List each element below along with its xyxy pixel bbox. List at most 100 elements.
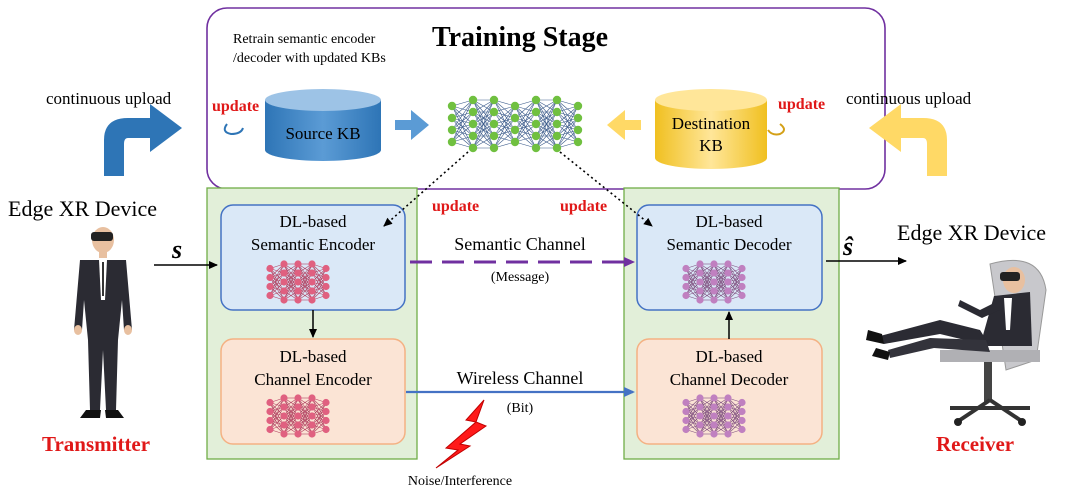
semantic-encoder-nn-node bbox=[294, 278, 302, 286]
channel-decoder-nn-node bbox=[724, 403, 732, 411]
semantic-encoder-nn-node bbox=[308, 287, 316, 295]
semantic-decoder-nn-node bbox=[724, 269, 732, 277]
semantic-decoder-label-line2: Semantic Decoder bbox=[666, 235, 792, 254]
channel-encoder-nn-node bbox=[280, 394, 288, 402]
training-nn-edge bbox=[493, 129, 516, 149]
channel-decoder-nn-node bbox=[696, 430, 704, 438]
training-nn-node bbox=[531, 107, 541, 117]
semantic-decoder-nn-edge bbox=[699, 272, 715, 301]
semantic-decoder-nn-node bbox=[696, 269, 704, 277]
destination-kb-label-line2: KB bbox=[699, 136, 723, 155]
training-nn-node bbox=[573, 113, 583, 123]
circular-arrow-icon bbox=[767, 123, 785, 136]
training-stage-title: Training Stage bbox=[432, 22, 609, 53]
semantic-encoder-nn-edge bbox=[269, 272, 285, 296]
retrain-note-line1: Retrain semantic encoder bbox=[233, 32, 376, 47]
channel-decoder-nn-node bbox=[724, 412, 732, 420]
semantic-encoder-nn-edge bbox=[283, 263, 299, 301]
training-nn-node bbox=[489, 119, 499, 129]
training-nn-node bbox=[573, 101, 583, 111]
circular-arrow-icon bbox=[223, 123, 244, 136]
channel-decoder-nn-edge bbox=[699, 397, 715, 417]
channel-decoder-nn-node bbox=[710, 394, 718, 402]
semantic-decoder-nn-node bbox=[724, 296, 732, 304]
training-nn-edge bbox=[451, 111, 474, 143]
semantic-decoder-nn-edge bbox=[727, 277, 743, 301]
semantic-decoder-nn-edge bbox=[713, 263, 729, 292]
channel-decoder-nn-edge bbox=[727, 402, 743, 435]
destination-kb-label-line1: Destination bbox=[671, 114, 751, 133]
training-nn-edge bbox=[493, 105, 516, 149]
channel-decoder-nn-node bbox=[724, 394, 732, 402]
channel-encoder-nn-edge bbox=[297, 397, 313, 417]
training-nn-node bbox=[531, 131, 541, 141]
semantic-encoder-nn-edge bbox=[297, 263, 313, 283]
channel-encoder-nn-node bbox=[294, 421, 302, 429]
semantic-encoder-nn-edge bbox=[283, 281, 299, 301]
training-nn-edge bbox=[451, 99, 474, 131]
channel-encoder-nn-edge bbox=[297, 397, 313, 435]
channel-decoder-label-line1: DL-based bbox=[695, 347, 763, 366]
semantic-decoder-nn-node bbox=[724, 278, 732, 286]
channel-decoder-network bbox=[682, 394, 746, 438]
training-nn-node bbox=[447, 125, 457, 135]
semantic-decoder-nn-node bbox=[696, 287, 704, 295]
semantic-decoder-nn-node bbox=[738, 273, 746, 282]
semantic-decoder-box bbox=[636, 204, 823, 311]
semantic-encoder-label-line2: Semantic Encoder bbox=[250, 235, 376, 254]
update-label-destination: update bbox=[778, 96, 826, 113]
channel-decoder-nn-node bbox=[738, 398, 746, 407]
channel-decoder-nn-edge bbox=[699, 397, 715, 426]
semantic-decoder-nn-edge bbox=[699, 263, 715, 292]
channel-decoder-nn-node bbox=[710, 412, 718, 420]
semantic-decoder-nn-node bbox=[682, 273, 690, 282]
training-nn-node bbox=[468, 107, 478, 117]
channel-encoder-label-line2: Channel Encoder bbox=[254, 370, 372, 389]
training-nn-edge bbox=[514, 99, 537, 131]
semantic-decoder-nn-node bbox=[710, 260, 718, 268]
channel-encoder-nn-node bbox=[294, 430, 302, 438]
channel-decoder-nn-node bbox=[696, 403, 704, 411]
training-nn-edge bbox=[493, 117, 516, 149]
semantic-encoder-nn-node bbox=[322, 264, 330, 273]
semantic-encoder-nn-edge bbox=[297, 263, 313, 301]
semantic-decoder-nn-node bbox=[682, 264, 690, 273]
channel-encoder-nn-node bbox=[322, 416, 330, 425]
semantic-encoder-nn-node bbox=[280, 278, 288, 286]
semantic-encoder-nn-node bbox=[266, 273, 274, 282]
lightning-bolt-icon bbox=[435, 399, 488, 469]
channel-encoder-nn-edge bbox=[311, 402, 327, 435]
semantic-decoder-nn-node bbox=[738, 282, 746, 291]
channel-decoder-nn-edge bbox=[727, 402, 743, 426]
training-neural-network bbox=[447, 95, 583, 153]
semantic-decoder-nn-edge bbox=[727, 268, 743, 301]
training-nn-node bbox=[510, 101, 520, 111]
standing-man-with-vr-headset-icon bbox=[74, 227, 132, 418]
channel-encoder-nn-edge bbox=[297, 415, 313, 435]
training-nn-node bbox=[447, 113, 457, 123]
semantic-decoder-nn-edge bbox=[713, 281, 729, 301]
training-nn-edge bbox=[472, 111, 495, 149]
training-nn-edge bbox=[556, 105, 579, 125]
update-dotted-arrow-left bbox=[383, 151, 469, 227]
semantic-encoder-nn-node bbox=[294, 269, 302, 277]
training-nn-node bbox=[510, 113, 520, 123]
channel-decoder-nn-edge bbox=[713, 397, 729, 426]
training-nn-node bbox=[531, 95, 541, 105]
semantic-encoder-nn-node bbox=[308, 260, 316, 268]
training-nn-node bbox=[552, 95, 562, 105]
channel-decoder-nn-node bbox=[696, 421, 704, 429]
training-nn-edge bbox=[514, 99, 537, 119]
output-symbol: ŝ bbox=[843, 232, 854, 261]
training-nn-edge bbox=[451, 99, 474, 119]
semantic-decoder-label-line1: DL-based bbox=[695, 212, 763, 231]
channel-encoder-nn-node bbox=[308, 421, 316, 429]
semantic-decoder-nn-edge bbox=[699, 263, 715, 283]
semantic-encoder-nn-edge bbox=[269, 263, 285, 287]
semantic-encoder-nn-node bbox=[308, 278, 316, 286]
semantic-decoder-nn-edge bbox=[685, 272, 701, 296]
channel-encoder-nn-node bbox=[294, 403, 302, 411]
semantic-decoder-nn-edge bbox=[713, 263, 729, 301]
channel-encoder-nn-node bbox=[308, 403, 316, 411]
retrain-note-line2: /decoder with updated KBs bbox=[233, 51, 386, 66]
